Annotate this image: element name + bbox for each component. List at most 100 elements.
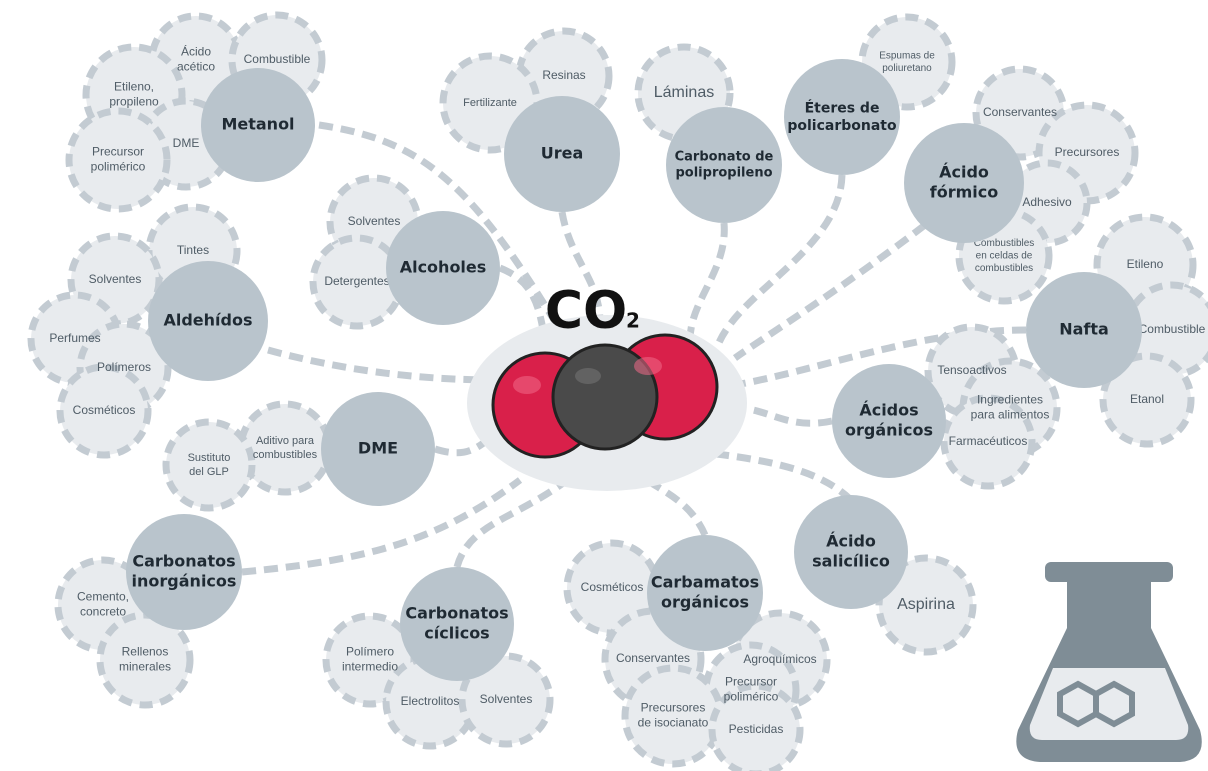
satellite-bubble — [708, 682, 804, 771]
satellite-label: Conservantes — [616, 651, 690, 665]
hub-label: Carbamatos — [651, 573, 759, 592]
satellite-label: Rellenos — [122, 645, 169, 659]
satellite-label: Fertilizante — [463, 97, 517, 109]
satellite-label: poliuretano — [882, 63, 932, 74]
connector-line — [498, 264, 549, 346]
connector-line — [453, 467, 583, 569]
hub-bubble — [504, 96, 620, 212]
satellite-label: Cemento, — [77, 590, 129, 604]
satellite-bubble — [96, 611, 194, 709]
satellite-label: Combustible — [1139, 322, 1206, 336]
satellite-label: concreto — [80, 605, 126, 619]
hub-label: Aldehídos — [163, 311, 252, 330]
connector-line — [318, 121, 564, 332]
hub-bubble — [784, 59, 900, 175]
satellite-label: Espumas de — [879, 50, 935, 61]
satellite-label: Etileno — [1127, 257, 1164, 271]
hub-label: fórmico — [930, 183, 998, 202]
satellite-label: polimérico — [91, 160, 146, 174]
satellite-label: Precursores — [641, 701, 706, 715]
satellite-label: en celdas de — [976, 251, 1033, 262]
satellite-label: combustibles — [253, 449, 318, 461]
hub-label: Alcoholes — [400, 258, 487, 277]
satellite-label: propileno — [109, 95, 159, 109]
satellite-label: Sustituto — [188, 452, 231, 464]
satellite-label: Cosméticos — [581, 580, 644, 594]
center-title: CO — [545, 281, 627, 341]
satellite-label: Pesticidas — [729, 722, 784, 736]
hub-label: Nafta — [1059, 320, 1109, 339]
satellite-label: Resinas — [542, 68, 585, 82]
hub-label: Metanol — [221, 115, 294, 134]
satellite-label: Etanol — [1130, 392, 1164, 406]
satellite-label: Conservantes — [983, 105, 1057, 119]
satellite-bubble — [162, 418, 256, 512]
satellite-label: Ácido — [181, 44, 211, 59]
connector-line — [714, 174, 846, 347]
satellite-label: Farmacéuticos — [949, 434, 1028, 448]
satellite-label: Solventes — [89, 272, 142, 286]
connector-line — [241, 477, 523, 576]
satellite-bubble — [1099, 352, 1195, 448]
satellite-label: Tensoactivos — [937, 363, 1006, 377]
satellite-label: minerales — [119, 660, 171, 674]
satellite-label: Solventes — [348, 214, 401, 228]
satellite-label: polimérico — [724, 690, 779, 704]
hub-label: salicílico — [812, 552, 890, 571]
satellite-circles: ÁcidoacéticoCombustibleEtileno,propileno… — [27, 11, 1208, 771]
hub-label: Ácido — [826, 532, 876, 551]
hub-bubble — [321, 392, 435, 506]
satellite-label: Polímero — [346, 645, 394, 659]
satellite-label: Aditivo para — [256, 435, 315, 447]
hub-label: Carbonato de — [675, 149, 774, 164]
satellite-label: Agroquímicos — [743, 652, 816, 666]
co2-molecule-icon — [491, 333, 719, 459]
hub-bubble — [400, 567, 514, 681]
hub-label: Urea — [541, 144, 584, 163]
satellite-bubble — [56, 363, 152, 459]
hub-bubble — [148, 261, 268, 381]
satellite-label: Solventes — [480, 692, 533, 706]
satellite-label: intermedio — [342, 660, 398, 674]
hub-label: Carbonatos — [405, 604, 508, 623]
hub-bubble — [904, 123, 1024, 243]
hub-label: orgánicos — [661, 593, 749, 612]
connector-line — [734, 326, 1027, 389]
satellite-label: del GLP — [189, 466, 229, 478]
satellite-label: Láminas — [654, 84, 714, 101]
connector-line — [699, 448, 854, 503]
satellite-label: Aspirina — [897, 596, 955, 613]
satellite-label: Electrolitos — [401, 694, 460, 708]
hub-bubble — [832, 364, 946, 478]
hub-bubble — [126, 514, 242, 630]
hub-label: polipropileno — [675, 166, 772, 181]
hub-label: Ácidos — [859, 401, 918, 420]
satellite-label: para alimentos — [971, 408, 1050, 422]
satellite-label: Ingredientes — [977, 393, 1043, 407]
satellite-label: Precursor — [725, 675, 777, 689]
satellite-bubble — [65, 107, 171, 213]
hub-label: policarbonato — [787, 118, 897, 134]
center-subscript: 2 — [626, 309, 640, 333]
co2-center: CO 2 — [467, 281, 747, 491]
hub-bubble — [647, 535, 763, 651]
satellite-bubble — [875, 554, 977, 656]
satellite-label: DME — [173, 136, 200, 150]
satellite-label: Precursor — [92, 145, 144, 159]
connector-line — [732, 222, 928, 361]
satellite-label: Detergentes — [324, 274, 389, 288]
satellite-label: acético — [177, 60, 215, 74]
hub-bubble — [201, 68, 315, 182]
hub-bubble — [1026, 272, 1142, 388]
satellite-label: Polímeros — [97, 360, 151, 374]
satellite-label: Etileno, — [114, 80, 154, 94]
connector-line — [686, 222, 728, 341]
connector-lines — [241, 121, 1027, 576]
hub-label: orgánicos — [845, 421, 933, 440]
satellite-label: Tintes — [177, 243, 209, 257]
connector-line — [433, 427, 503, 457]
hub-label: cíclicos — [424, 624, 489, 643]
connector-line — [739, 404, 833, 427]
